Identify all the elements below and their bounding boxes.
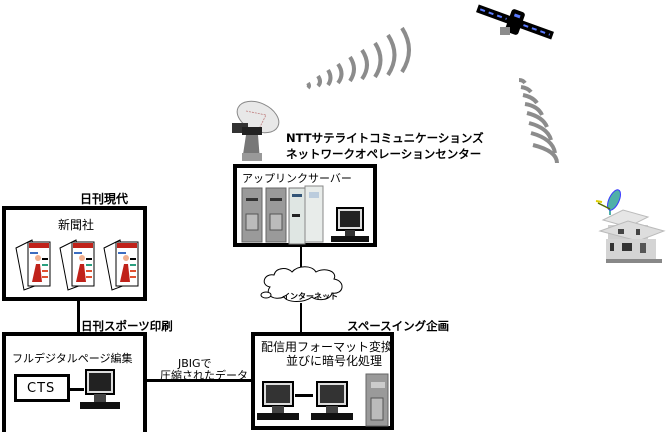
uplink-server-box: アップリンクサーバー (233, 164, 377, 247)
connector-gendai-sports (77, 301, 80, 333)
connector-computers (295, 394, 313, 397)
newspaper-icon (15, 239, 51, 291)
computer-icon (311, 381, 353, 420)
signal-waves-uplink (306, 26, 411, 90)
connector-internet-spacewing (300, 303, 302, 333)
newspaper-row (14, 238, 144, 294)
computer-icon (257, 381, 299, 420)
nikkan-sports-title: 日刊スポーツ印刷 (81, 319, 173, 333)
jbig-label-line1: JBIGで (178, 357, 212, 370)
space-wing-title: スペースイング企画 (347, 319, 450, 333)
uplink-server-label: アップリンクサーバー (242, 172, 352, 185)
newspaper-company-label: 新聞社 (58, 218, 95, 232)
ntt-title-line2: ネットワークオペレーションセンター (286, 147, 482, 161)
jbig-label-line2: 圧縮されたデータ (160, 369, 248, 382)
satellite-dish-icon (232, 100, 280, 161)
newspaper-icon (59, 239, 95, 291)
encryption-label: 並びに暗号化処理 (286, 354, 383, 368)
house-icon (595, 189, 666, 263)
signal-waves-downlink (518, 78, 559, 164)
connector-sports-spacewing (147, 379, 252, 382)
format-convert-label: 配信用フォーマット変換 (261, 340, 394, 354)
cts-box: CTS (14, 374, 70, 402)
nikkan-gendai-title: 日刊現代 (80, 192, 129, 206)
ntt-title-line1: NTTサテライトコミュニケーションズ (286, 131, 484, 145)
cloud-icon (260, 266, 343, 302)
computer-icon (80, 369, 120, 409)
connector-uplink-internet (300, 247, 302, 267)
nikkan-gendai-box: 新聞社 (2, 206, 147, 301)
space-wing-box: 配信用フォーマット変換 並びに暗号化処理 (251, 332, 394, 430)
satellite-icon (476, 4, 554, 40)
computer-icon (331, 207, 369, 242)
full-digital-edit-label: フルデジタルページ編集 (12, 352, 133, 365)
server-icon (365, 373, 389, 427)
nikkan-sports-box: フルデジタルページ編集 CTS (2, 332, 147, 432)
server-tower-icon (241, 187, 287, 243)
cts-label: CTS (27, 381, 56, 396)
internet-label: インターネット (282, 292, 338, 301)
connector-cts-computer (70, 388, 84, 391)
server-rack-icon (288, 185, 324, 245)
newspaper-icon (103, 239, 139, 291)
